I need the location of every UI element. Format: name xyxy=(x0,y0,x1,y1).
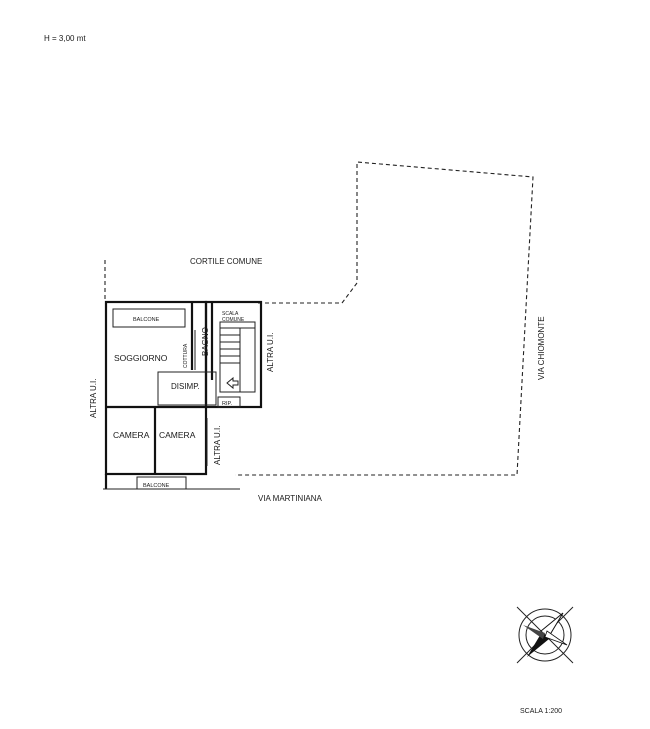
label-camera-2: CAMERA xyxy=(159,430,196,440)
label-balcone-bottom: BALCONE xyxy=(143,483,170,489)
label-soggiorno: SOGGIORNO xyxy=(114,353,168,363)
rip-outline xyxy=(217,396,241,408)
label-camera-1: CAMERA xyxy=(113,430,150,440)
label-balcone-top: BALCONE xyxy=(133,317,160,323)
label-scala-1: SCALA xyxy=(222,311,239,317)
scale-label: SCALA 1:200 xyxy=(520,708,562,715)
stair-outline xyxy=(219,321,256,393)
label-rip: RIP. xyxy=(222,401,232,407)
label-altra-ui-right: ALTRA U.I. xyxy=(266,333,275,372)
balcone-top-outline xyxy=(112,308,186,328)
label-cortile: CORTILE COMUNE xyxy=(190,257,262,266)
label-altra-ui-left: ALTRA U.I. xyxy=(89,379,98,418)
label-bagno: BAGNO xyxy=(201,327,210,356)
balcone-bottom-outline xyxy=(136,476,187,490)
label-cottura: COTTURA xyxy=(183,343,189,368)
apartment-walls xyxy=(103,300,263,490)
label-scala-2: COMUNE xyxy=(222,317,245,323)
label-disimp: DISIMP. xyxy=(171,382,200,391)
compass-rose-icon xyxy=(516,606,574,664)
disimp-outline xyxy=(157,371,217,406)
lot-boundary xyxy=(235,161,534,476)
label-altra-ui-bottom: ALTRA U.I. xyxy=(213,426,222,465)
label-via-martiniana: VIA MARTINIANA xyxy=(258,494,323,503)
entry-arrow-icon xyxy=(226,376,239,390)
label-via-chiomonte: VIA CHIOMONTE xyxy=(537,316,546,380)
height-note: H = 3,00 mt xyxy=(44,34,86,43)
